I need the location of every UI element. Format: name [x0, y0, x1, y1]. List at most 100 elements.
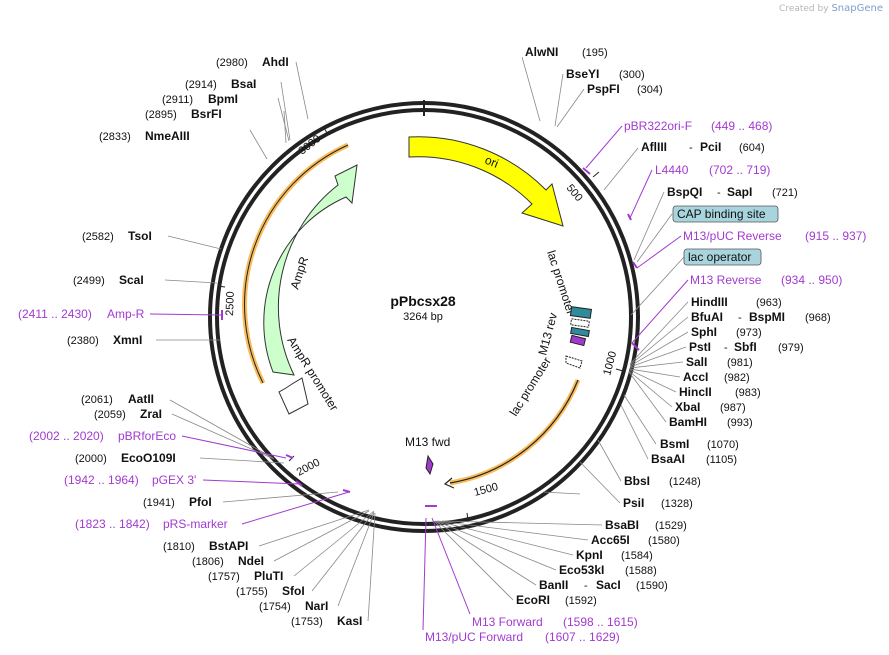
site-psii[interactable]: PsiI [623, 496, 644, 510]
primer-m13puc-rev-range: (915 .. 937) [805, 229, 866, 243]
site-pspfi[interactable]: PspFI [587, 82, 620, 96]
leader-line [273, 510, 370, 562]
site-hindiii-pos: (963) [756, 297, 782, 309]
site-acc65i[interactable]: Acc65I [591, 533, 630, 547]
site-xbai[interactable]: XbaI [675, 400, 700, 414]
leader-line [434, 520, 537, 586]
site-bspqi-sep: - [717, 187, 721, 199]
watermark-brand: SnapGene [831, 3, 883, 14]
leader-line [280, 81, 291, 141]
leader-line [169, 399, 274, 459]
site-kpni[interactable]: KpnI [576, 548, 603, 562]
leader-line [636, 213, 673, 263]
site-bsai[interactable]: BsaI [231, 77, 256, 91]
site-bpmi[interactable]: BpmI [208, 92, 238, 106]
site-pfoi[interactable]: PfoI [189, 495, 212, 509]
site-ndei[interactable]: NdeI [238, 554, 264, 568]
site-hindiii[interactable]: HindIII [691, 295, 728, 309]
lac-operator-box [570, 326, 590, 338]
primer-pbr322ori[interactable]: pBR322ori-F [624, 119, 692, 133]
primer-m13puc-rev[interactable]: M13/pUC Reverse [683, 229, 782, 243]
site-ndei-pos: (1806) [192, 556, 224, 568]
leader-line [579, 461, 621, 504]
leader-line [181, 435, 287, 459]
primer-pbr322ori-range: (449 .. 468) [711, 119, 772, 133]
primer-m13-forward-range: (1598 .. 1615) [563, 615, 638, 629]
site-bamhi[interactable]: BamHI [669, 415, 707, 429]
site-hincii[interactable]: HincII [679, 385, 712, 399]
primer-m13-forward[interactable]: M13 Forward [472, 615, 543, 629]
site-eco53ki[interactable]: Eco53kI [559, 563, 604, 577]
primer-pgex3[interactable]: pGEX 3' [152, 473, 196, 487]
site-sfoi[interactable]: SfoI [282, 584, 305, 598]
site-sali[interactable]: SalI [686, 355, 707, 369]
site-bspmi[interactable]: BspMI [749, 310, 785, 324]
site-pcii[interactable]: PciI [700, 140, 721, 154]
leader-line [556, 88, 585, 128]
site-zrai[interactable]: ZraI [140, 407, 162, 421]
site-afliii[interactable]: AflIII [641, 140, 667, 154]
site-acc65i-pos: (1580) [648, 535, 680, 547]
site-sbfi[interactable]: SbfI [734, 340, 757, 354]
site-psti[interactable]: PstI [689, 340, 711, 354]
site-kasi[interactable]: KasI [337, 614, 362, 628]
site-hincii-pos: (983) [735, 387, 761, 399]
site-banii[interactable]: BanII [539, 578, 568, 592]
site-bspqi[interactable]: BspQI [667, 185, 702, 199]
primer-prs-range: (1823 .. 1842) [75, 517, 150, 531]
primer-ampr[interactable]: Amp-R [107, 307, 145, 321]
site-aatii[interactable]: AatII [128, 392, 154, 406]
right-labels: AlwNI (195) BseYI (300) PspFI (304) pBR3… [425, 45, 866, 644]
primer-pgex3-range: (1942 .. 1964) [64, 473, 139, 487]
primer-prs[interactable]: pRS-marker [163, 517, 228, 531]
site-tsoi[interactable]: TsoI [128, 229, 152, 243]
site-bstapi[interactable]: BstAPI [209, 539, 248, 553]
primer-pbrforeco[interactable]: pBRforEco [118, 429, 176, 443]
primer-m13-reverse[interactable]: M13 Reverse [690, 273, 762, 287]
leader-line [436, 520, 574, 556]
ampr-feature [263, 164, 358, 376]
leader-line [629, 369, 677, 393]
site-bseyi[interactable]: BseYI [566, 67, 599, 81]
site-xmni[interactable]: XmnI [113, 333, 142, 347]
site-acci-pos: (982) [724, 372, 750, 384]
site-aatii-pos: (2061) [81, 394, 113, 406]
site-saci[interactable]: SacI [596, 578, 621, 592]
site-pluti[interactable]: PluTI [254, 569, 283, 583]
site-bsrfi[interactable]: BsrFI [191, 107, 222, 121]
scale-ticks [217, 125, 624, 521]
primer-l4440[interactable]: L4440 [655, 163, 689, 177]
site-bfuai[interactable]: BfuAI [691, 310, 723, 324]
site-psii-pos: (1328) [661, 498, 693, 510]
primer-m13puc-fwd-range: (1607 .. 1629) [545, 630, 620, 644]
site-bsmi[interactable]: BsmI [660, 437, 689, 451]
site-ahdi[interactable]: AhdI [262, 55, 289, 69]
site-bbsi-pos: (1248) [669, 476, 701, 488]
site-bbsi[interactable]: BbsI [624, 474, 650, 488]
site-nari[interactable]: NarI [305, 599, 328, 613]
site-bsaai[interactable]: BsaAI [651, 452, 685, 466]
leader-line [337, 512, 375, 607]
site-sapi[interactable]: SapI [727, 185, 752, 199]
site-nmeaiii[interactable]: NmeAIII [145, 129, 190, 143]
plasmid-size: 3264 bp [403, 311, 443, 323]
site-psti-sep: - [724, 342, 728, 354]
ampr-label: AmpR [288, 255, 312, 291]
cap-binding-box [672, 205, 779, 223]
leader-line [311, 511, 375, 592]
primer-m13puc-fwd[interactable]: M13/pUC Forward [425, 630, 523, 644]
site-ecoo109i[interactable]: EcoO109I [121, 451, 176, 465]
leader-line [295, 61, 309, 120]
site-alwni[interactable]: AlwNI [525, 45, 558, 59]
m13-fwd-label: M13 fwd [405, 435, 450, 449]
lac-operator-label: lac operator [688, 250, 751, 264]
site-scai[interactable]: ScaI [119, 273, 144, 287]
site-sphi[interactable]: SphI [691, 325, 717, 339]
site-nari-pos: (1754) [259, 601, 291, 613]
leader-line [433, 520, 514, 601]
leader-line [258, 509, 370, 547]
site-acci[interactable]: AccI [683, 370, 708, 384]
leader-line [629, 169, 653, 219]
site-ecori[interactable]: EcoRI [516, 593, 550, 607]
site-bsabi[interactable]: BsaBI [605, 518, 639, 532]
